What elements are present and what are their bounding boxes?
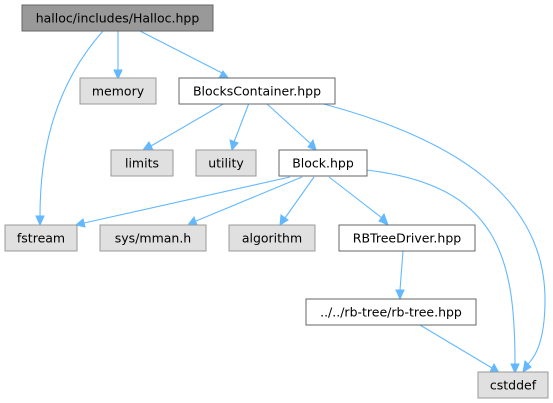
node-memory-label: memory — [92, 84, 145, 99]
edge-rbtree-driver-to-rb-tree-arrowhead — [395, 289, 405, 301]
node-sys-mman-h[interactable]: sys/mman.h — [99, 224, 207, 252]
node-algorithm-label: algorithm — [242, 231, 302, 246]
edge-block-to-algorithm-arrowhead — [279, 214, 289, 226]
node-rb-tree-hpp[interactable]: ../../rb-tree/rb-tree.hpp — [305, 298, 477, 326]
node-limits-label: limits — [125, 156, 159, 171]
node-block-hpp-label: Block.hpp — [292, 156, 354, 171]
node-utility-label: utility — [208, 156, 244, 171]
node-layer: halloc/includes/Halloc.hpp memory Blocks… — [4, 4, 549, 399]
node-halloc-hpp[interactable]: halloc/includes/Halloc.hpp — [21, 4, 214, 32]
edge-blocks-container-to-limits-arrowhead — [142, 141, 154, 151]
node-fstream[interactable]: fstream — [4, 224, 78, 252]
node-blocks-container-hpp-label: BlocksContainer.hpp — [193, 84, 321, 99]
edge-blocks-container-to-block-arrowhead — [307, 138, 317, 151]
node-fstream-label: fstream — [17, 231, 65, 246]
edge-root-to-blocks-container — [139, 30, 227, 76]
node-blocks-container-hpp[interactable]: BlocksContainer.hpp — [178, 77, 336, 105]
node-halloc-hpp-label: halloc/includes/Halloc.hpp — [36, 11, 200, 26]
edge-root-to-memory-arrowhead — [113, 69, 123, 81]
edge-block-to-sys-mman — [195, 176, 303, 222]
edge-root-to-fstream — [39, 30, 104, 217]
edge-rb-tree-to-cstddef — [419, 324, 493, 369]
node-rbtree-driver-hpp-label: RBTreeDriver.hpp — [353, 231, 461, 246]
edge-block-to-cstddef-arrowhead — [510, 363, 520, 375]
edge-block-to-rbtree-driver — [328, 176, 383, 219]
node-sys-mman-h-label: sys/mman.h — [115, 231, 191, 246]
edge-rbtree-driver-to-rb-tree — [399, 250, 404, 291]
node-cstddef-label: cstddef — [490, 378, 537, 393]
node-memory[interactable]: memory — [79, 77, 157, 105]
edge-block-to-sys-mman-arrowhead — [187, 215, 198, 226]
edge-block-to-algorithm — [284, 176, 315, 219]
edge-block-to-fstream-arrowhead — [74, 218, 86, 228]
edge-block-to-cstddef — [365, 169, 516, 365]
node-rbtree-driver-hpp[interactable]: RBTreeDriver.hpp — [338, 224, 476, 252]
edge-root-to-fstream-arrowhead — [35, 215, 45, 227]
edge-blocks-container-to-cstddef — [319, 102, 546, 365]
edge-block-to-fstream — [83, 176, 291, 224]
node-rb-tree-hpp-label: ../../rb-tree/rb-tree.hpp — [320, 305, 462, 320]
edge-blocks-container-to-utility — [233, 102, 250, 143]
edge-block-to-rbtree-driver-arrowhead — [378, 212, 389, 226]
node-algorithm[interactable]: algorithm — [228, 224, 316, 252]
node-block-hpp[interactable]: Block.hpp — [278, 149, 368, 177]
edge-blocks-container-to-block — [265, 102, 312, 145]
edge-blocks-container-to-cstddef-arrowhead — [522, 359, 532, 374]
edge-layer — [35, 30, 546, 375]
node-utility[interactable]: utility — [195, 149, 257, 177]
edge-blocks-container-to-limits — [150, 102, 226, 147]
node-cstddef[interactable]: cstddef — [477, 371, 549, 399]
node-limits[interactable]: limits — [110, 149, 174, 177]
edge-blocks-container-to-utility-arrowhead — [229, 139, 239, 152]
